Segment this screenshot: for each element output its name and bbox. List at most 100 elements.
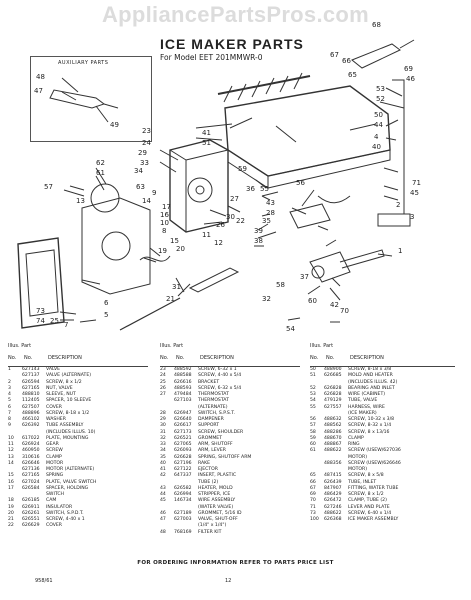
illus-no: 70 bbox=[310, 498, 316, 504]
header-description: DESCRIPTION bbox=[48, 355, 82, 361]
part-description: SWITCH, S.P.D.T. bbox=[46, 510, 84, 516]
part-no: 626646 bbox=[22, 460, 40, 466]
part-no: 627003 bbox=[174, 517, 192, 522]
callout-25: 25 bbox=[50, 317, 59, 325]
cover-drawing bbox=[17, 237, 65, 329]
part-description: SCREW, 4-40 x 1 bbox=[46, 517, 85, 522]
illus-no: 4 bbox=[8, 392, 11, 397]
part-no: 112405 bbox=[22, 398, 40, 404]
header-illus-part: Illus. Part bbox=[310, 343, 334, 349]
part-description: WIRE ASSEMBLY bbox=[198, 498, 236, 504]
parts-row: TUBE (2) bbox=[160, 480, 300, 486]
callout-71: 71 bbox=[412, 179, 421, 187]
header-description: DESCRIPTION bbox=[350, 355, 384, 361]
part-description: SCREW, 4-40 x 5/4 bbox=[198, 373, 242, 379]
part-no: 460950 bbox=[22, 448, 40, 454]
illus-no: 7 bbox=[8, 410, 11, 416]
parts-row: (ICE MAKER) bbox=[310, 411, 455, 417]
part-no: 626640 bbox=[174, 417, 192, 422]
callout-63: 63 bbox=[136, 183, 145, 191]
auxiliary-parts-label: AUXILIARY PARTS bbox=[58, 60, 109, 66]
callout-11: 11 bbox=[202, 231, 211, 239]
callout-43: 43 bbox=[266, 199, 275, 207]
part-no: 488622 bbox=[324, 510, 342, 516]
part-no: 627165 bbox=[22, 385, 40, 391]
part-description: CAM bbox=[46, 498, 57, 504]
illus-no: 48 bbox=[160, 529, 166, 535]
callout-34: 34 bbox=[134, 167, 143, 175]
illus-no: 8 bbox=[8, 417, 11, 422]
illus-no: 2 bbox=[8, 379, 11, 385]
part-no: 488622 bbox=[324, 448, 342, 454]
part-no: 488286 bbox=[324, 429, 342, 435]
part-description: TUBE ASSEMBLY bbox=[46, 423, 84, 429]
illus-no: 6 bbox=[8, 404, 11, 410]
part-description: (ICE MAKER) bbox=[348, 410, 377, 416]
callout-45: 45 bbox=[410, 189, 419, 197]
part-no: 488562 bbox=[324, 423, 342, 429]
part-description: EJECTOR bbox=[198, 467, 218, 472]
callout-23: 23 bbox=[142, 127, 151, 135]
part-no: 626924 bbox=[22, 442, 40, 447]
illus-no: 31 bbox=[160, 429, 166, 435]
part-no: 626368 bbox=[324, 517, 342, 522]
illus-no: 15 bbox=[8, 473, 14, 479]
part-no: 466102 bbox=[22, 417, 40, 422]
callout-69: 69 bbox=[404, 65, 413, 73]
callout-21: 21 bbox=[166, 295, 175, 303]
auxiliary-parts-box bbox=[30, 56, 152, 142]
part-no: 626185 bbox=[22, 498, 40, 504]
part-no: 488900 bbox=[324, 367, 342, 372]
callout-41: 41 bbox=[202, 129, 211, 137]
part-no: 626947 bbox=[174, 410, 192, 416]
illus-no: 17 bbox=[8, 485, 14, 491]
part-description: CLAMP, TUBE (2) bbox=[348, 498, 387, 504]
callout-2: 2 bbox=[396, 201, 401, 209]
header-description: DESCRIPTION bbox=[200, 355, 234, 361]
illus-no: 61 bbox=[310, 448, 316, 454]
mold-and-heater-drawing bbox=[224, 85, 391, 177]
header-illus-no: No. bbox=[310, 355, 319, 361]
callout-17: 17 bbox=[162, 203, 171, 211]
callout-56: 56 bbox=[296, 179, 305, 187]
callout-66: 66 bbox=[342, 57, 351, 65]
callout-32: 32 bbox=[262, 295, 271, 303]
part-no: 627196 bbox=[174, 460, 192, 466]
part-description: BRACKET bbox=[198, 379, 220, 385]
illus-no: 12 bbox=[8, 448, 14, 454]
illus-no: 54 bbox=[310, 398, 316, 404]
callout-28: 28 bbox=[266, 209, 275, 217]
callout-38: 38 bbox=[254, 237, 263, 245]
part-no: 310616 bbox=[22, 454, 40, 460]
part-no: 488356 bbox=[324, 460, 342, 466]
callout-29: 29 bbox=[138, 149, 147, 157]
ordering-footer: FOR ORDERING INFORMATION REFER TO PARTS … bbox=[137, 560, 334, 566]
callout-60: 60 bbox=[308, 297, 317, 305]
part-description: BEARING AND INLET bbox=[348, 385, 395, 391]
illus-no: 30 bbox=[160, 423, 166, 429]
illus-no: 43 bbox=[160, 485, 166, 491]
page-number: 12 bbox=[225, 578, 232, 584]
part-no: 627103 bbox=[174, 398, 192, 404]
part-no: 488867 bbox=[324, 442, 342, 447]
header-illus-part: Illus. Part bbox=[160, 343, 184, 349]
